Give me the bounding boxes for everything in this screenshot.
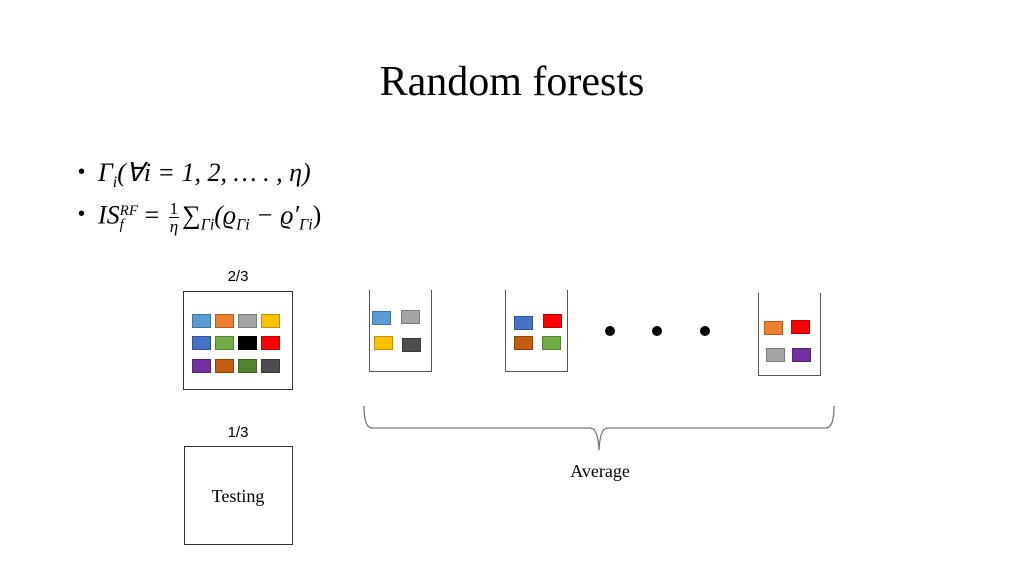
sample-square (192, 314, 211, 328)
formula-sub: f (119, 216, 124, 233)
sample-square (401, 310, 420, 324)
formula-lhs: IS (98, 200, 120, 230)
sample-square (261, 314, 280, 328)
bootstrap-sample-n (758, 293, 821, 376)
average-label: Average (570, 461, 630, 481)
fraction-denominator: η (169, 217, 179, 236)
sample-square (215, 336, 234, 350)
sum-symbol: ∑ (182, 200, 201, 230)
bootstrap-sample-2 (505, 290, 568, 372)
curly-brace-icon (363, 405, 835, 451)
subscript-i: i (112, 174, 118, 192)
testing-label: Testing (211, 486, 265, 506)
training-set-box (183, 291, 293, 390)
fraction-numerator: 1 (168, 199, 180, 218)
sample-square (542, 336, 561, 350)
formula-sup: RF (119, 202, 138, 219)
bootstrap-sample-1 (369, 290, 432, 372)
sum-subscript: Γi (200, 216, 215, 234)
bullet-marker: • (78, 203, 86, 226)
sample-square (238, 359, 257, 373)
bullet-marker: • (78, 161, 86, 183)
training-split-label: 2/3 (227, 268, 249, 285)
sample-square (238, 314, 257, 328)
ellipsis-dot (605, 326, 615, 336)
sample-square (543, 314, 562, 328)
gamma-symbol: Γ (98, 158, 113, 187)
sample-square (791, 320, 810, 334)
bullet-trees-definition: • Γi(∀i = 1, 2, … . , η) (78, 158, 311, 192)
testing-set-box: Testing (184, 446, 293, 545)
sample-square (374, 336, 393, 350)
ellipsis-dot (652, 326, 662, 336)
sample-square (402, 338, 421, 352)
testing-split-label: 1/3 (227, 424, 249, 441)
sample-square (514, 336, 533, 350)
sample-square (514, 316, 533, 330)
sample-square (764, 321, 783, 335)
sample-square (238, 336, 257, 350)
formula-close: ) (312, 200, 322, 230)
ellipsis-dot (700, 326, 710, 336)
sample-square (261, 336, 280, 350)
sample-square (261, 359, 280, 373)
sample-square (192, 336, 211, 350)
body-subscript-1: Γi (236, 216, 250, 234)
slide-title: Random forests (379, 59, 645, 105)
sample-square (792, 348, 811, 362)
sample-square (215, 359, 234, 373)
formula-minus: − ϱ′ (249, 200, 300, 230)
body-subscript-2: Γi (299, 216, 313, 234)
index-range: (∀i = 1, 2, … . , η) (117, 158, 311, 187)
sample-square (215, 314, 234, 328)
sample-square (192, 359, 211, 373)
formula-equals: = (138, 200, 166, 230)
sample-square (766, 348, 785, 362)
formula-body: (ϱ (214, 200, 237, 230)
sample-square (372, 311, 391, 325)
